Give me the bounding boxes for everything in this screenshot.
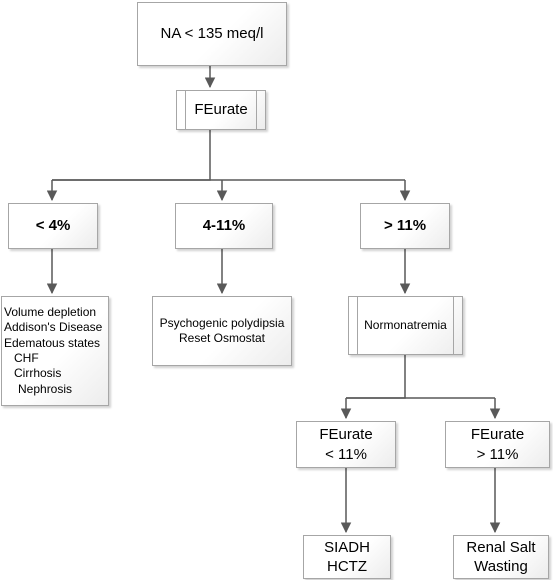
node-renal-salt-wasting: Renal Salt Wasting	[453, 535, 549, 579]
node-feurate-high: FEurate > 11%	[445, 421, 550, 468]
node-feurate: FEurate	[176, 90, 266, 130]
node-wasting: Wasting	[474, 558, 528, 575]
node-feurate-low-line1: FEurate	[319, 426, 373, 444]
node-feurate-low: FEurate < 11%	[296, 421, 396, 468]
cause-cirrhosis: Cirrhosis	[14, 366, 62, 381]
node-serum-sodium: NA < 135 meq/l	[137, 2, 287, 66]
node-feurate-high-line2: > 11%	[476, 445, 519, 463]
node-low-causes: Volume depletion Addison's Disease Edema…	[1, 296, 109, 406]
connector-normonatremia-branches	[346, 355, 406, 399]
cause-nephrosis: Nephrosis	[18, 381, 73, 396]
cause-psychogenic-polydipsia: Psychogenic polydipsia	[159, 315, 285, 330]
node-feurate-low-line2: < 11%	[325, 445, 367, 463]
cause-volume-depletion: Volume depletion	[4, 304, 97, 319]
node-siadh-hctz: SIADH HCTZ	[303, 535, 391, 579]
node-serum-sodium-label: NA < 135 meq/l	[160, 25, 264, 43]
cause-reset-osmostat: Reset Osmostat	[178, 331, 266, 345]
node-mid-range-label: 4-11%	[202, 217, 246, 235]
node-low-range: < 4%	[8, 203, 98, 249]
node-feurate-label: FEurate	[194, 101, 248, 119]
cause-edematous-states: Edematous states	[4, 335, 101, 350]
cause-addisons-disease: Addison's Disease	[4, 320, 103, 335]
connector-feurate-branches	[52, 130, 211, 181]
node-feurate-high-line1: FEurate	[470, 426, 525, 444]
node-mid-causes: Psychogenic polydipsia Reset Osmostat	[152, 296, 292, 366]
node-siadh: SIADH	[324, 538, 370, 556]
node-mid-range: 4-11%	[175, 203, 273, 249]
node-normonatremia-label: Normonatremia	[364, 317, 447, 332]
cause-chf: CHF	[14, 351, 39, 365]
node-normonatremia: Normonatremia	[348, 296, 463, 355]
node-renal-salt: Renal Salt	[466, 538, 536, 556]
node-high-range: > 11%	[360, 203, 450, 249]
node-low-range-label: < 4%	[35, 217, 71, 235]
node-high-range-label: > 11%	[383, 217, 427, 235]
node-hctz: HCTZ	[327, 558, 367, 575]
